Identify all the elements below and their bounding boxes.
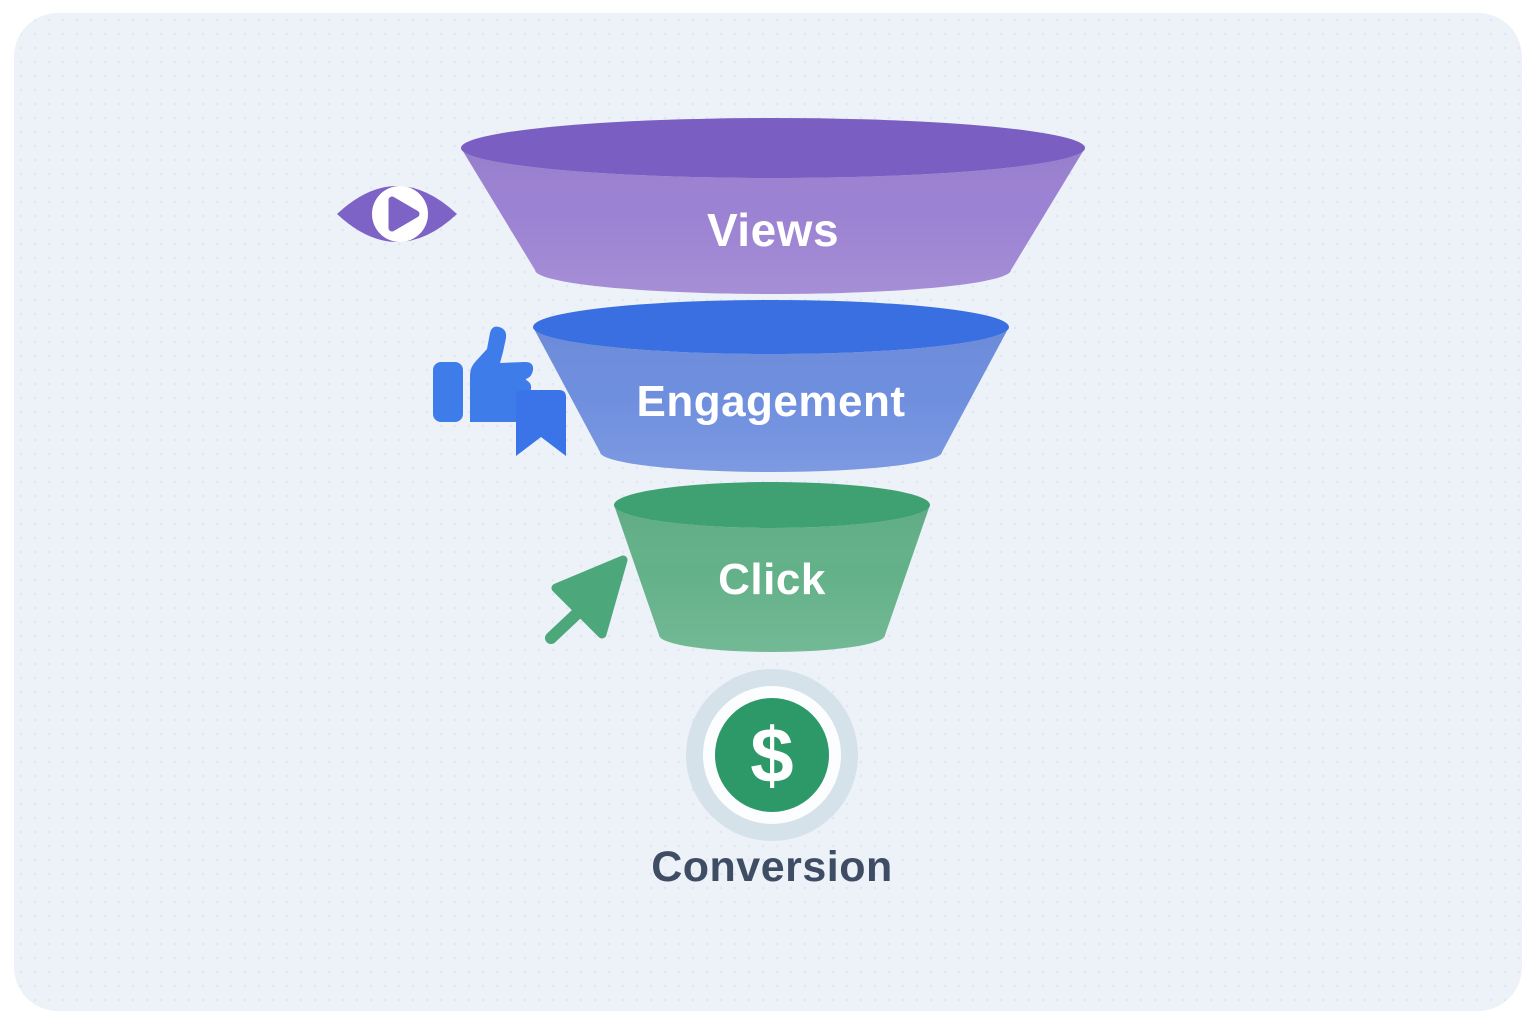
conversion-label: Conversion <box>651 843 893 891</box>
stage-label-engagement: Engagement <box>636 377 905 426</box>
stage-rim-views <box>461 118 1085 178</box>
cursor-head-outline <box>551 555 628 639</box>
funnel-stage-click: Click <box>614 482 930 652</box>
play-triangle-outline <box>388 196 420 232</box>
stage-rim-engagement <box>533 300 1009 354</box>
dollar-sign-icon <box>715 698 829 812</box>
stage-label-click: Click <box>718 555 826 604</box>
thumb-cuff <box>433 362 463 422</box>
thumbs-up-bookmark-icon <box>433 326 566 456</box>
eye-play-icon <box>337 186 457 242</box>
stage-label-views: Views <box>707 204 839 256</box>
dollar-symbol: $ <box>750 711 793 799</box>
funnel-stage-views: Views <box>461 118 1085 294</box>
stage-rim-click <box>614 482 930 528</box>
bookmark-shape <box>516 390 566 456</box>
cursor-arrow-icon <box>545 555 628 644</box>
conversion-result: $ Conversion <box>651 669 893 891</box>
funnel-stage-engagement: Engagement <box>533 300 1009 472</box>
